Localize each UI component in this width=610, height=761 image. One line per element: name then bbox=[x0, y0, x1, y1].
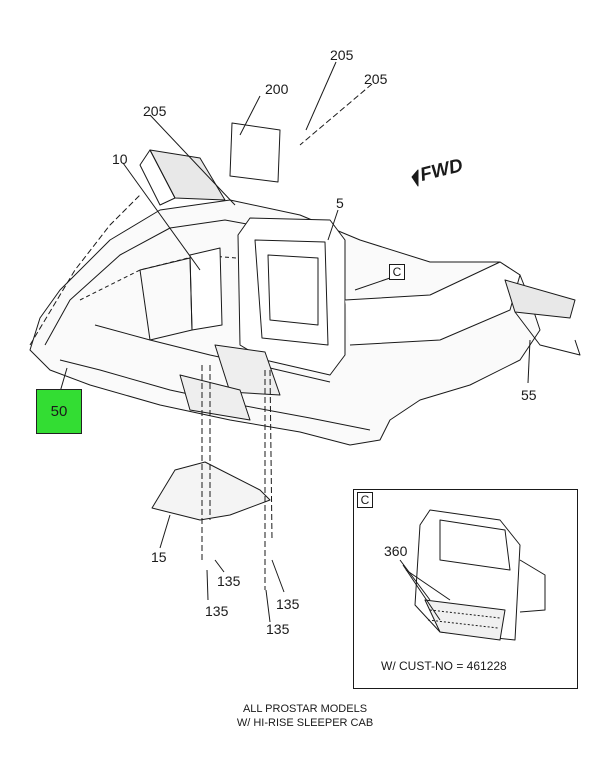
callout-10: 10 bbox=[112, 151, 128, 167]
callout-55: 55 bbox=[521, 387, 537, 403]
callout-360: 360 bbox=[384, 543, 408, 559]
bracket-plate-200 bbox=[229, 122, 281, 183]
footer-line-1: ALL PROSTAR MODELS bbox=[242, 703, 368, 715]
callout-200: 200 bbox=[265, 81, 289, 97]
callout-205-top: 205 bbox=[330, 47, 354, 63]
storage-bin-detail bbox=[399, 509, 546, 641]
detail-caption: W/ CUST-NO = 461228 bbox=[381, 659, 507, 673]
lower-cover-15 bbox=[151, 461, 271, 521]
callout-205-right: 205 bbox=[364, 71, 388, 87]
detail-view-c bbox=[353, 489, 578, 689]
fastener-lines-135 bbox=[201, 365, 273, 590]
view-label-c: C bbox=[389, 264, 405, 280]
leader-lines bbox=[59, 61, 531, 549]
callout-205-left: 205 bbox=[143, 103, 167, 119]
highlighted-part-label: 50 bbox=[50, 403, 68, 420]
highlighted-part-50[interactable]: 50 bbox=[36, 389, 82, 434]
fastener-leaders bbox=[206, 559, 285, 623]
callout-5: 5 bbox=[336, 195, 344, 211]
callout-135-b: 135 bbox=[205, 603, 229, 619]
fwd-arrow bbox=[411, 169, 419, 187]
diagram-footer: ALL PROSTAR MODELS W/ HI-RISE SLEEPER CA… bbox=[0, 702, 610, 730]
callout-15: 15 bbox=[151, 549, 167, 565]
footer-line-2: W/ HI-RISE SLEEPER CAB bbox=[236, 717, 374, 729]
callout-135-c: 135 bbox=[276, 596, 300, 612]
callout-135-d: 135 bbox=[266, 621, 290, 637]
floor-console-assembly bbox=[29, 149, 581, 446]
detail-view-label: C bbox=[357, 492, 373, 508]
callout-135-a: 135 bbox=[217, 573, 241, 589]
